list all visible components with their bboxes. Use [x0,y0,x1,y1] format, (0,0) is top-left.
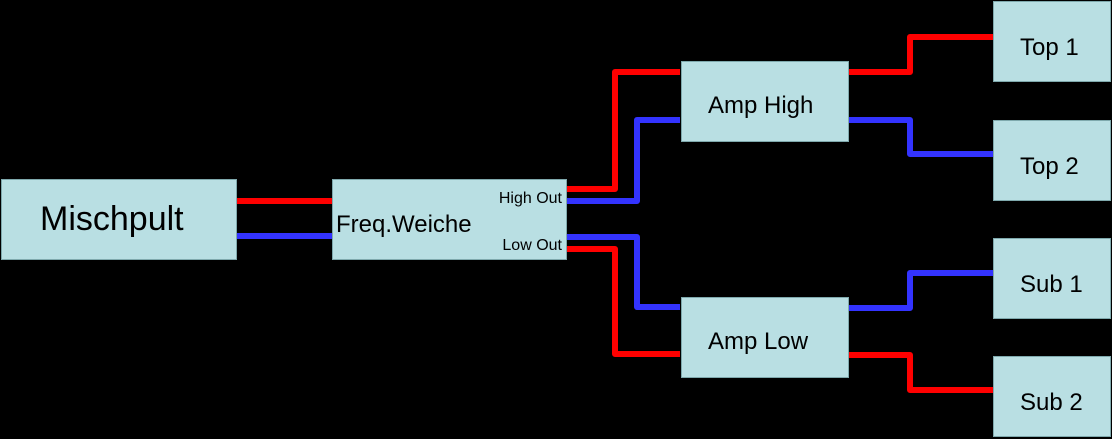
amp-low-node: Amp Low [681,297,849,378]
mischpult-node: Mischpult [1,179,237,260]
edge-highout-amphigh-blue [566,117,680,204]
edge-lowout-amplow-red [566,246,680,357]
freq-weiche-label: Freq.Weiche [336,211,472,238]
high-out-label: High Out [498,190,562,207]
amp-high-node: Amp High [681,61,849,142]
freq-weiche-node: Freq.Weiche High Out Low Out [332,179,567,260]
sub1-node: Sub 1 [993,238,1111,319]
edge-lowout-amplow-blue [566,234,680,310]
edge-amplow-sub1-blue [849,270,993,311]
edge-amphigh-top1-red [849,34,993,75]
mischpult-label: Mischpult [40,200,184,238]
edge-amplow-sub2-red [849,352,993,393]
top2-label: Top 2 [1020,153,1079,180]
amp-low-label: Amp Low [708,328,809,355]
low-out-label: Low Out [502,237,562,254]
top1-node: Top 1 [993,1,1111,82]
edge-highout-amphigh-red [566,69,680,192]
amp-high-label: Amp High [708,92,814,119]
sub2-node: Sub 2 [993,356,1111,437]
top1-label: Top 1 [1020,34,1079,61]
top2-node: Top 2 [993,120,1111,201]
sub1-label: Sub 1 [1020,271,1083,298]
sub2-label: Sub 2 [1020,389,1083,416]
edge-amphigh-top2-blue [849,117,993,157]
